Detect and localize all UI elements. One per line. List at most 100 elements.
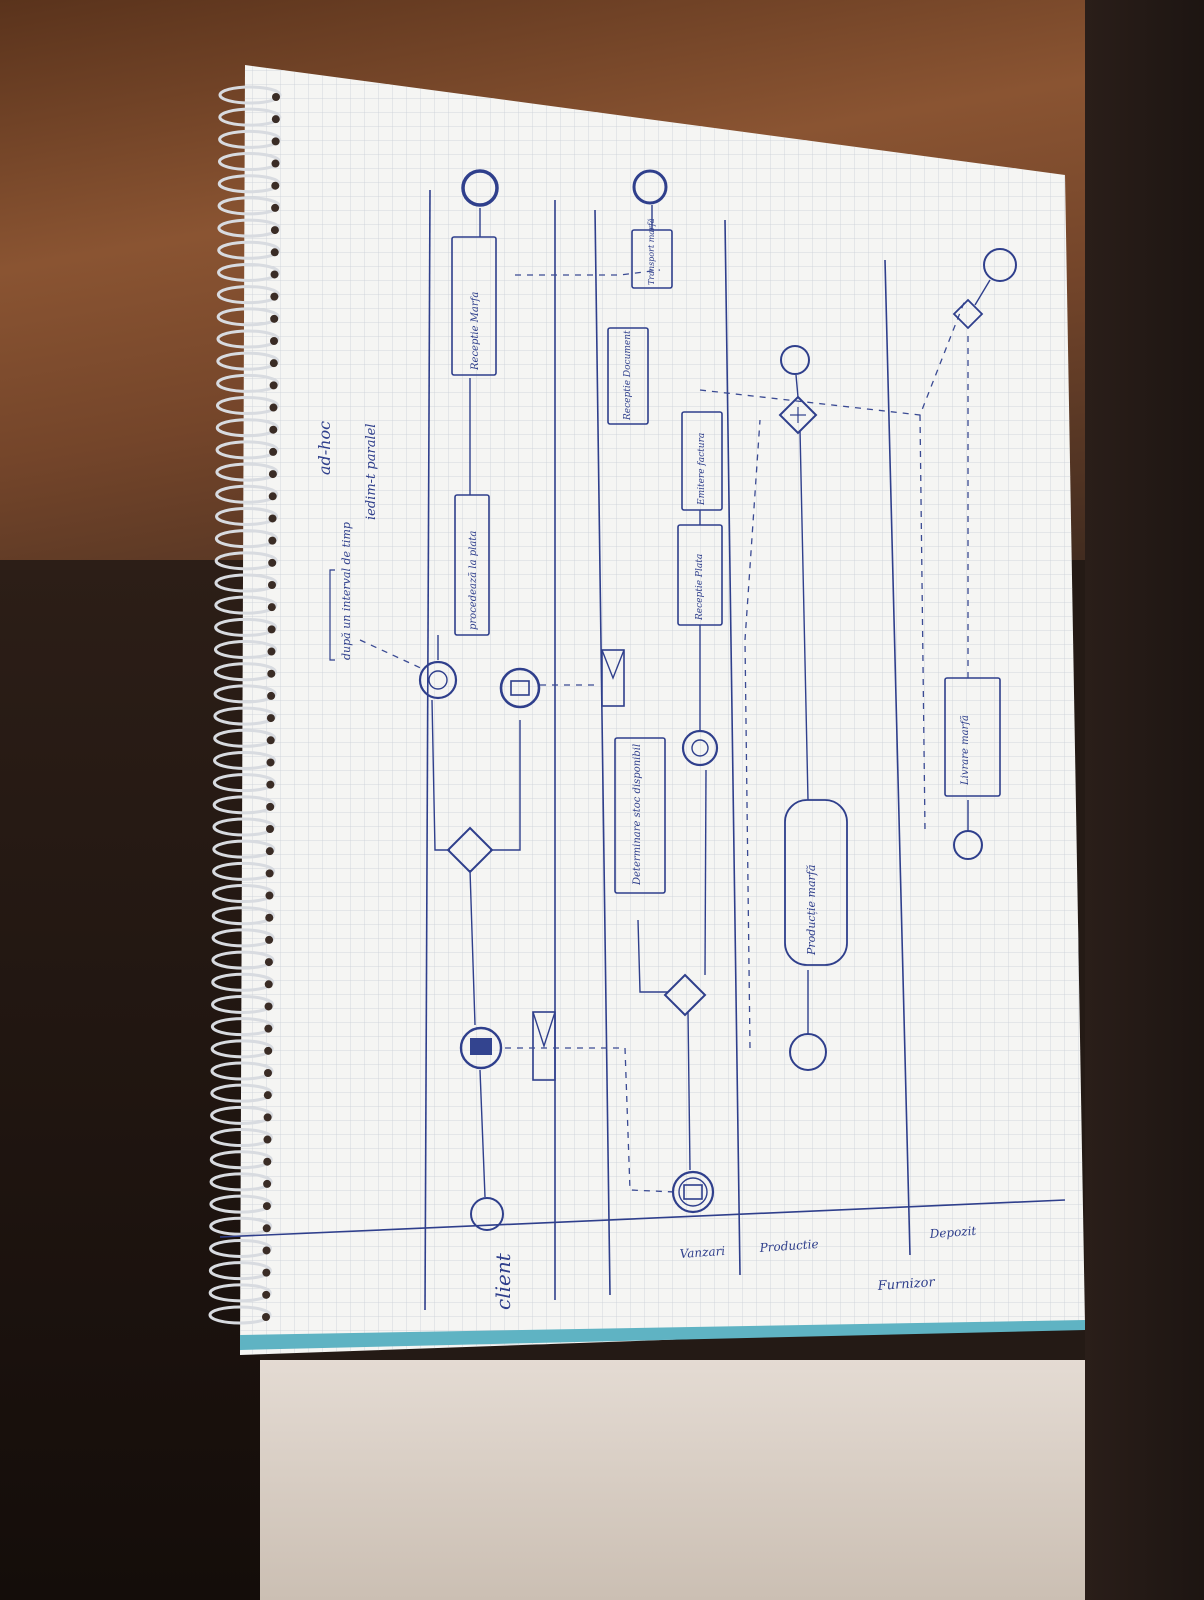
spiral-hole	[267, 603, 276, 612]
spiral-ring	[213, 750, 277, 770]
spiral-hole	[271, 137, 280, 146]
spiral-hole	[270, 292, 279, 301]
spiral-hole	[265, 891, 274, 900]
spiral-ring	[215, 484, 279, 504]
notebook-page	[240, 65, 1085, 1355]
task-client-process	[454, 494, 490, 636]
task-warehouse-label: Livrare marfă	[960, 715, 971, 786]
spiral-hole	[268, 514, 277, 523]
spiral-ring	[216, 351, 280, 371]
spiral-ring	[210, 1017, 274, 1037]
spiral-ring	[215, 396, 279, 416]
task-sales-invoice	[681, 411, 723, 511]
spiral-hole	[267, 625, 276, 634]
task-client-receive	[451, 236, 497, 376]
spiral-hole	[270, 337, 278, 345]
spiral-hole	[262, 1313, 270, 1321]
timer-event-2-icon	[681, 729, 719, 767]
task-sales-doc-label: Receptie Document	[623, 330, 633, 421]
spiral-hole	[262, 1268, 271, 1277]
spiral-hole	[271, 181, 280, 190]
spiral-ring	[214, 551, 278, 571]
lane-vanzari-label: Vanzari	[679, 1244, 726, 1261]
spiral-ring	[215, 506, 279, 526]
spiral-hole	[262, 1246, 271, 1255]
spiral-ring	[210, 1083, 274, 1103]
spiral-ring	[211, 884, 275, 904]
spiral-ring	[218, 107, 282, 127]
spiral-hole	[266, 780, 275, 789]
floor-background	[260, 1360, 1204, 1600]
start-event-icon	[470, 1197, 504, 1231]
spiral-hole	[262, 1202, 271, 1211]
xor-gateway-2-icon	[663, 973, 707, 1017]
spiral-ring	[213, 640, 277, 660]
spiral-ring	[211, 906, 275, 926]
pool-client-label: client	[491, 1252, 515, 1310]
spiral-ring	[214, 529, 278, 549]
task-warehouse	[944, 677, 1001, 797]
spiral-hole	[271, 203, 280, 212]
parallel-gateway-2-icon	[952, 298, 984, 330]
task-sales-invoice-label: Emitere factura	[697, 433, 707, 506]
spiral-binding	[208, 85, 282, 1325]
lane-productie-label: Productie	[758, 1237, 819, 1255]
spiral-ring	[213, 728, 277, 748]
message-flows	[505, 269, 966, 1193]
spiral-hole	[269, 381, 278, 390]
note-top: ad-hoc	[315, 421, 334, 475]
spiral-hole	[263, 1157, 272, 1166]
end-event-3-icon	[780, 345, 810, 375]
spiral-hole	[269, 447, 278, 456]
spiral-ring	[214, 595, 278, 615]
spiral-hole	[270, 248, 279, 257]
spiral-ring	[211, 972, 275, 992]
spiral-hole	[268, 558, 277, 567]
spiral-hole	[266, 802, 275, 811]
spiral-hole	[270, 314, 279, 323]
spiral-hole	[262, 1290, 271, 1299]
spiral-hole	[268, 470, 277, 479]
envelope-icon-2	[601, 649, 625, 707]
spiral-hole	[263, 1091, 272, 1100]
sales-lane-flow: Determinare stoc disponibil Receptie Pla…	[607, 169, 723, 1214]
spiral-hole	[269, 425, 278, 434]
task-client-receive-label: Receptie Marfa	[470, 292, 481, 371]
spiral-ring	[214, 573, 278, 593]
end-event-4-icon	[983, 248, 1017, 282]
spiral-ring	[218, 129, 282, 149]
spiral-hole	[272, 93, 280, 101]
spiral-ring	[209, 1172, 273, 1192]
warehouse-lane-flow: Livrare marfă	[944, 248, 1017, 860]
timer-event-icon	[418, 660, 458, 700]
spiral-ring	[217, 218, 281, 238]
spiral-ring	[212, 861, 276, 881]
spiral-ring	[211, 950, 275, 970]
note-parallel: iedim-t paralel	[364, 424, 379, 520]
task-client-process-label: procedează la plata	[468, 531, 479, 630]
task-production-label: Producție marfă	[805, 865, 818, 956]
spiral-ring	[213, 684, 277, 704]
message-catch-event-icon	[499, 667, 541, 709]
task-ship-label: Transport marfă	[647, 218, 656, 285]
spiral-hole	[263, 1135, 272, 1144]
spiral-ring	[217, 240, 281, 260]
spiral-ring	[209, 1238, 273, 1258]
spiral-hole	[268, 581, 276, 589]
spiral-hole	[268, 492, 277, 501]
spiral-hole	[263, 1179, 272, 1188]
spiral-hole	[266, 736, 275, 745]
spiral-hole	[271, 115, 280, 124]
task-sales-request-label: Receptie Plata	[695, 554, 705, 621]
spiral-ring	[213, 662, 277, 682]
spiral-ring	[216, 329, 280, 349]
spiral-ring	[212, 817, 276, 837]
spiral-ring	[210, 1061, 274, 1081]
spiral-hole	[262, 1224, 271, 1233]
task-production	[784, 799, 848, 966]
spiral-hole	[266, 825, 274, 833]
production-lane-flow: Producție marfă	[778, 345, 848, 1071]
dark-background-right	[1085, 0, 1204, 1600]
spiral-hole	[270, 270, 279, 279]
spiral-hole	[264, 1002, 273, 1011]
